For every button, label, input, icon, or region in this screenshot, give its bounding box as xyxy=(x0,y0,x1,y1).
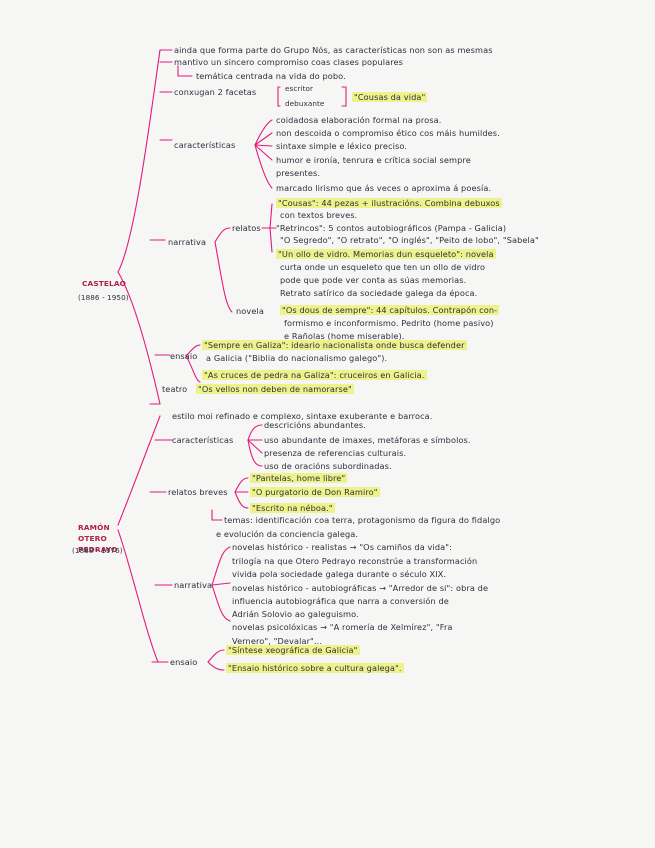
castelao-novela-2: formismo e inconformismo. Pedrito (home … xyxy=(284,318,494,328)
castelao-caract-1: coidadosa elaboración formal na prosa. xyxy=(276,115,442,125)
castelao-novela-label: novela xyxy=(236,306,264,316)
otero-relatos-1: "Pantelas, home libre" xyxy=(250,473,348,483)
otero-estilo: estilo moi refinado e complexo, sintaxe … xyxy=(172,411,433,421)
castelao-relatos-2: con textos breves. xyxy=(280,210,358,220)
castelao-teatro-label: teatro xyxy=(162,384,188,394)
otero-narrativa-1: novelas histórico - realistas → "Os cami… xyxy=(232,542,453,552)
otero-narrativa-3: vivida pola sociedade galega durante o s… xyxy=(232,569,447,579)
castelao-caracteristicas-label: características xyxy=(174,140,236,150)
castelao-relatos-6: curta onde un esqueleto que ten un ollo … xyxy=(280,262,486,272)
castelao-caract-3: sintaxe simple e léxico preciso. xyxy=(276,141,407,151)
otero-narrativa-6: Adrián Solovio ao galeguismo. xyxy=(232,609,359,619)
castelao-ensaio-3: "As cruces de pedra na Galiza": cruceiro… xyxy=(202,370,427,380)
castelao-faceta-1: escritor xyxy=(285,84,314,93)
otero-ensaio-2: "Ensaio histórico sobre a cultura galega… xyxy=(226,663,404,673)
author-years-castelao: (1886 - 1950) xyxy=(78,293,129,302)
castelao-caract-4: humor e ironía, tenrura e crítica social… xyxy=(276,155,471,165)
castelao-caract-6: marcado lirismo que ás veces o aproxima … xyxy=(276,183,492,193)
otero-temas-2: e evolución da conciencia galega. xyxy=(216,529,359,539)
author-name-otero: RAMÓN OTERO PEDRAYO xyxy=(78,523,118,554)
author-years-otero: (1888 - 1976) xyxy=(72,546,123,555)
castelao-ensaio-1: "Sempre en Galiza": ideario nacionalista… xyxy=(202,340,467,350)
castelao-intro-3: temática centrada na vida do pobo. xyxy=(196,71,346,81)
author-name-castelao: CASTELAO xyxy=(82,279,127,288)
castelao-faceta-2: debuxante xyxy=(285,99,325,108)
otero-caract-2: uso abundante de imaxes, metáforas e sím… xyxy=(264,435,471,445)
otero-narrativa-label: narrativa xyxy=(174,580,213,590)
otero-caract-1: descricións abundantes. xyxy=(264,420,366,430)
castelao-relatos-8: Retrato satírico da sociedade galega da … xyxy=(280,288,478,298)
castelao-ensaio-2: a Galicia ("Biblia do nacionalismo galeg… xyxy=(206,353,388,363)
otero-caract-3: presenza de referencias culturais. xyxy=(264,448,407,458)
castelao-intro-2: mantivo un sincero compromiso coas clase… xyxy=(174,57,404,67)
castelao-relatos-4: "O Segredo", "O retrato", "O inglés", "P… xyxy=(280,235,539,245)
otero-caracteristicas-label: características xyxy=(172,435,234,445)
otero-relatos-2: "O purgatorio de Don Ramiro" xyxy=(250,487,380,497)
castelao-caract-5: presentes. xyxy=(276,168,321,178)
castelao-facetas-label: conxugan 2 facetas xyxy=(174,87,257,97)
castelao-novela-3: e Rañolas (home miserable). xyxy=(284,331,405,341)
castelao-relatos-1: "Cousas": 44 pezas + ilustracións. Combi… xyxy=(276,198,502,208)
otero-narrativa-5: influencia autobiográfica que narra a co… xyxy=(232,596,449,606)
otero-relatos-3: "Escrito na néboa." xyxy=(250,503,335,513)
castelao-relatos-label: relatos xyxy=(232,223,261,233)
castelao-facetas-result: "Cousas da vida" xyxy=(352,92,428,102)
castelao-teatro-work: "Os vellos non deben de namorarse" xyxy=(196,384,354,394)
otero-ensaio-label: ensaio xyxy=(170,657,198,667)
castelao-intro-1: ainda que forma parte do Grupo Nós, as c… xyxy=(174,45,493,55)
otero-narrativa-2: trilogía na que Otero Pedrayo reconstrúe… xyxy=(232,556,478,566)
castelao-relatos-5: "Un ollo de vidro. Memorias dun esquelet… xyxy=(276,249,496,259)
castelao-narrativa-label: narrativa xyxy=(168,237,207,247)
otero-narrativa-7: novelas psicolóxicas → "A romería de Xel… xyxy=(232,622,453,632)
otero-narrativa-4: novelas histórico - autobiográficas → "A… xyxy=(232,583,489,593)
otero-relatos-label: relatos breves xyxy=(168,487,228,497)
otero-narrativa-8: Vernero", "Devalar"... xyxy=(232,636,323,646)
otero-temas-1: temas: identificación coa terra, protago… xyxy=(224,515,501,525)
castelao-relatos-7: pode que pode ver conta as súas memorias… xyxy=(280,275,467,285)
castelao-ensaio-label: ensaio xyxy=(170,351,198,361)
otero-caract-4: uso de oracións subordinadas. xyxy=(264,461,392,471)
castelao-caract-2: non descoida o compromiso ético cos máis… xyxy=(276,128,500,138)
otero-ensaio-1: "Síntese xeográfica de Galicia" xyxy=(226,645,360,655)
castelao-novela-1: "Os dous de sempre": 44 capítulos. Contr… xyxy=(280,305,500,315)
castelao-relatos-3: "Retrincos": 5 contos autobiográficos (P… xyxy=(276,223,507,233)
